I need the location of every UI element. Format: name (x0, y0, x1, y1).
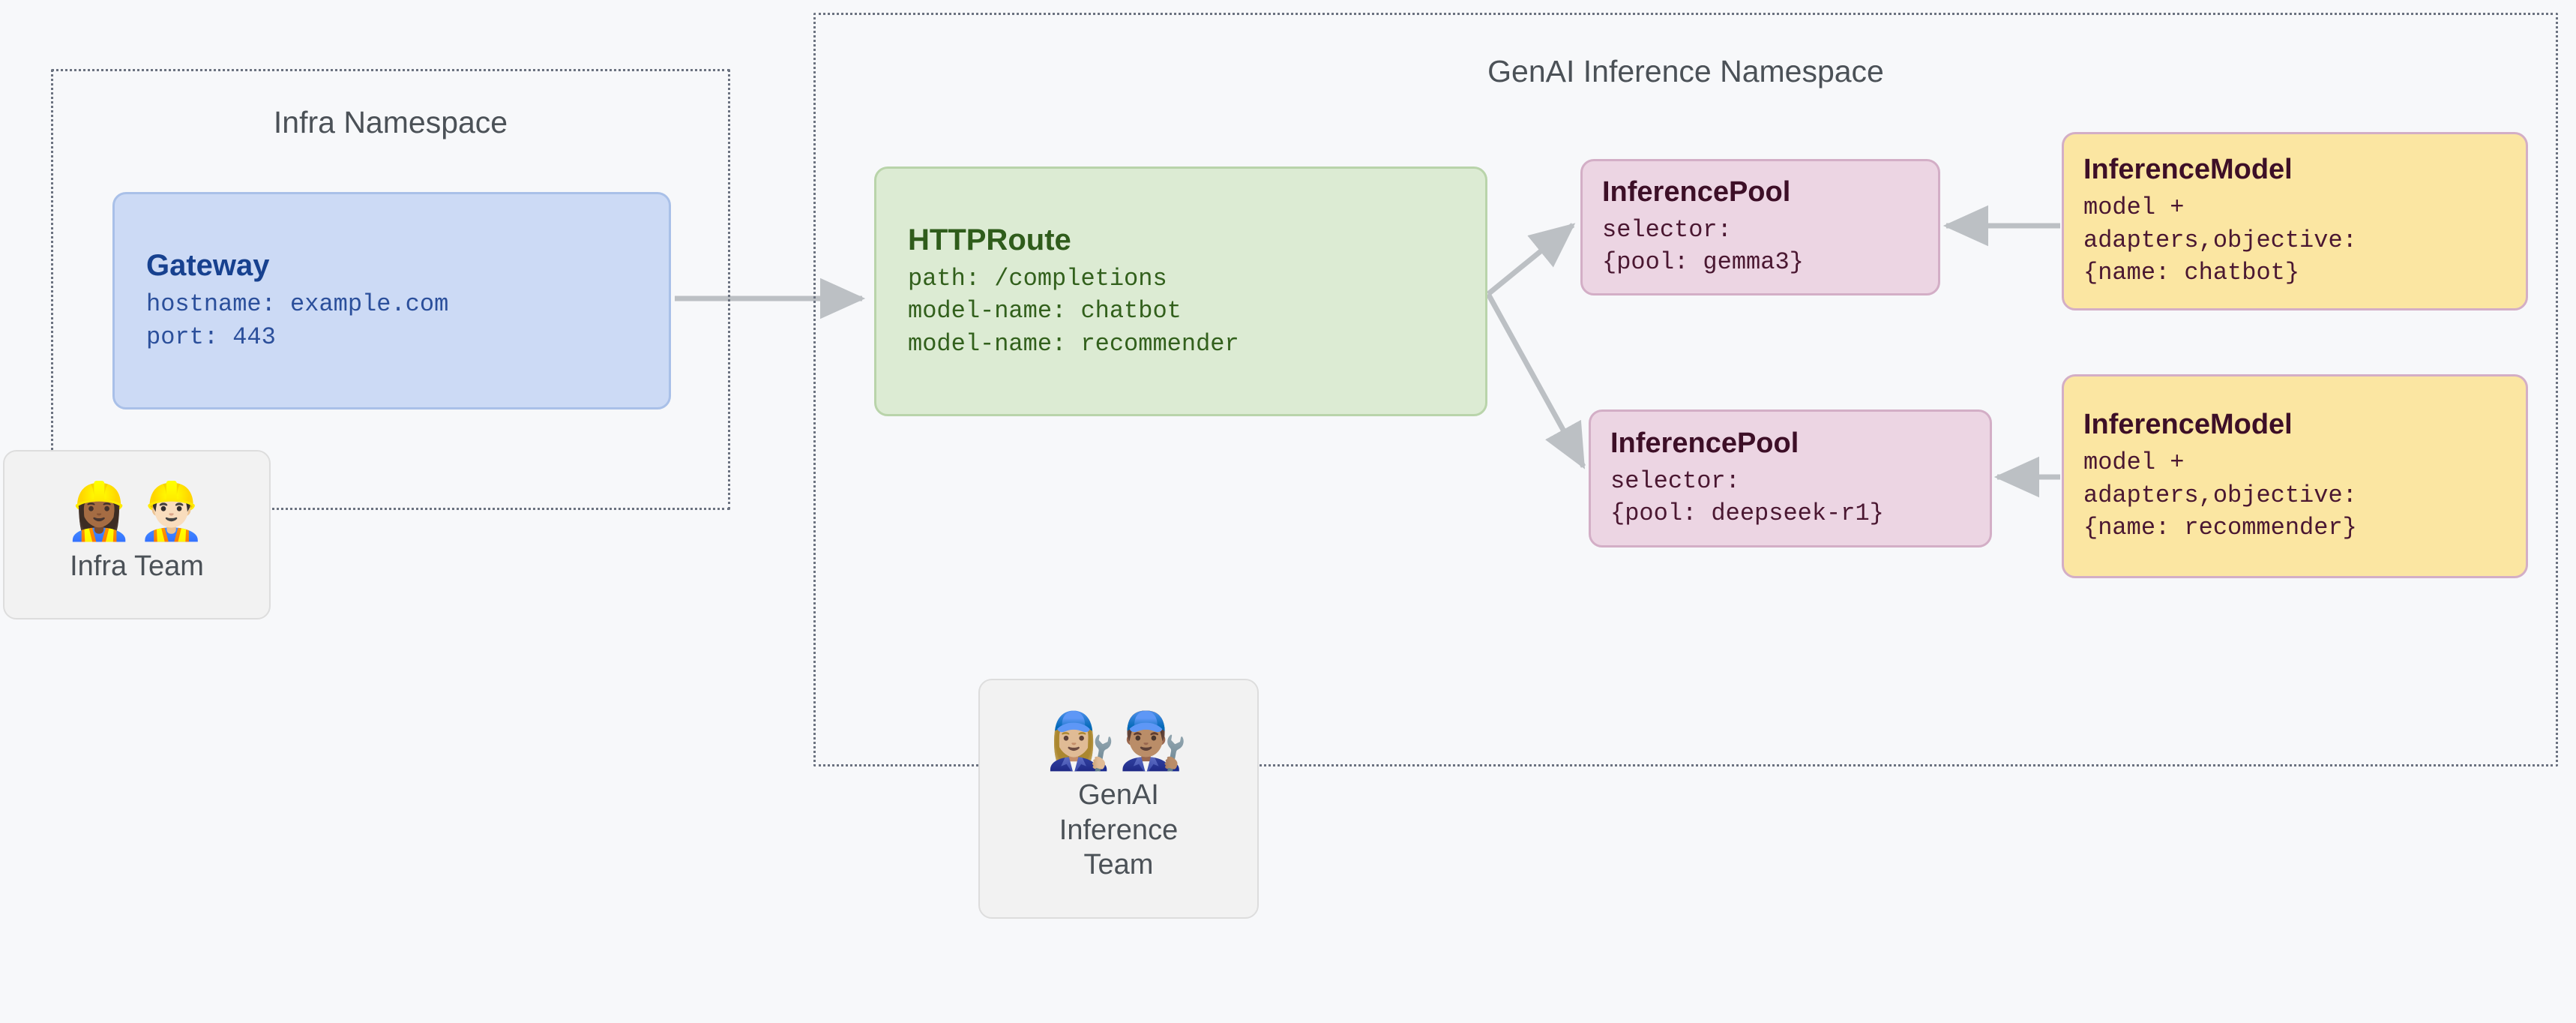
node-inferencepool-gemma3-title: InferencePool (1602, 176, 1791, 208)
namespace-infra (51, 69, 730, 510)
node-inferencemodel-chatbot-name: {name: chatbot} (2083, 259, 2300, 287)
node-httproute[interactable]: HTTPRoute path: /completions model-name:… (874, 166, 1487, 416)
team-badge-genai-inference[interactable]: 👩🏼‍🔧👨🏽‍🔧 GenAI Inference Team (978, 679, 1259, 919)
node-inferencemodel-recommender-model: model + (2083, 448, 2185, 477)
mechanic-icon: 👩🏼‍🔧👨🏽‍🔧 (1046, 709, 1191, 772)
node-inferencemodel-recommender-adapters: adapters,objective: (2083, 481, 2357, 509)
node-inferencemodel-chatbot-adapters: adapters,objective: (2083, 226, 2357, 254)
namespace-genai-inference (813, 13, 2558, 766)
node-gateway[interactable]: Gateway hostname: example.com port: 443 (112, 192, 671, 410)
team-badge-infra[interactable]: 👷🏾‍♀️👷🏻‍♂️ Infra Team (3, 450, 271, 620)
team-badge-infra-label: Infra Team (70, 550, 204, 582)
node-inferencemodel-chatbot[interactable]: InferenceModel model + adapters,objectiv… (2062, 132, 2528, 310)
node-inferencepool-deepseek-r1[interactable]: InferencePool selector: {pool: deepseek-… (1589, 410, 1992, 548)
node-httproute-title: HTTPRoute (908, 223, 1071, 256)
team-badge-genai-inference-label: GenAI Inference Team (1059, 779, 1179, 881)
node-inferencemodel-recommender-title: InferenceModel (2083, 409, 2293, 441)
node-gateway-title: Gateway (146, 248, 270, 282)
node-inferencepool-gemma3-selector-key: selector: (1602, 215, 1732, 244)
node-inferencepool-gemma3[interactable]: InferencePool selector: {pool: gemma3} (1580, 159, 1940, 296)
node-inferencepool-deepseek-r1-selector-key: selector: (1610, 466, 1740, 495)
node-inferencepool-deepseek-r1-title: InferencePool (1610, 428, 1799, 460)
node-gateway-port: port: 443 (146, 322, 276, 351)
node-httproute-model-name-chatbot: model-name: chatbot (908, 297, 1182, 326)
node-inferencemodel-recommender-name: {name: recommender} (2083, 514, 2357, 542)
node-gateway-hostname: hostname: example.com (146, 290, 449, 319)
construction-worker-icon: 👷🏾‍♀️👷🏻‍♂️ (64, 479, 209, 542)
node-inferencepool-deepseek-r1-selector-value: {pool: deepseek-r1} (1610, 500, 1884, 528)
node-inferencemodel-recommender[interactable]: InferenceModel model + adapters,objectiv… (2062, 374, 2528, 578)
node-inferencepool-gemma3-selector-value: {pool: gemma3} (1602, 248, 1804, 277)
namespace-genai-inference-title: GenAI Inference Namespace (1487, 54, 1884, 88)
node-httproute-path: path: /completions (908, 264, 1167, 292)
node-inferencemodel-chatbot-model: model + (2083, 194, 2185, 222)
namespace-infra-title: Infra Namespace (273, 105, 508, 140)
node-inferencemodel-chatbot-title: InferenceModel (2083, 154, 2293, 186)
node-httproute-model-name-recommender: model-name: recommender (908, 329, 1239, 358)
